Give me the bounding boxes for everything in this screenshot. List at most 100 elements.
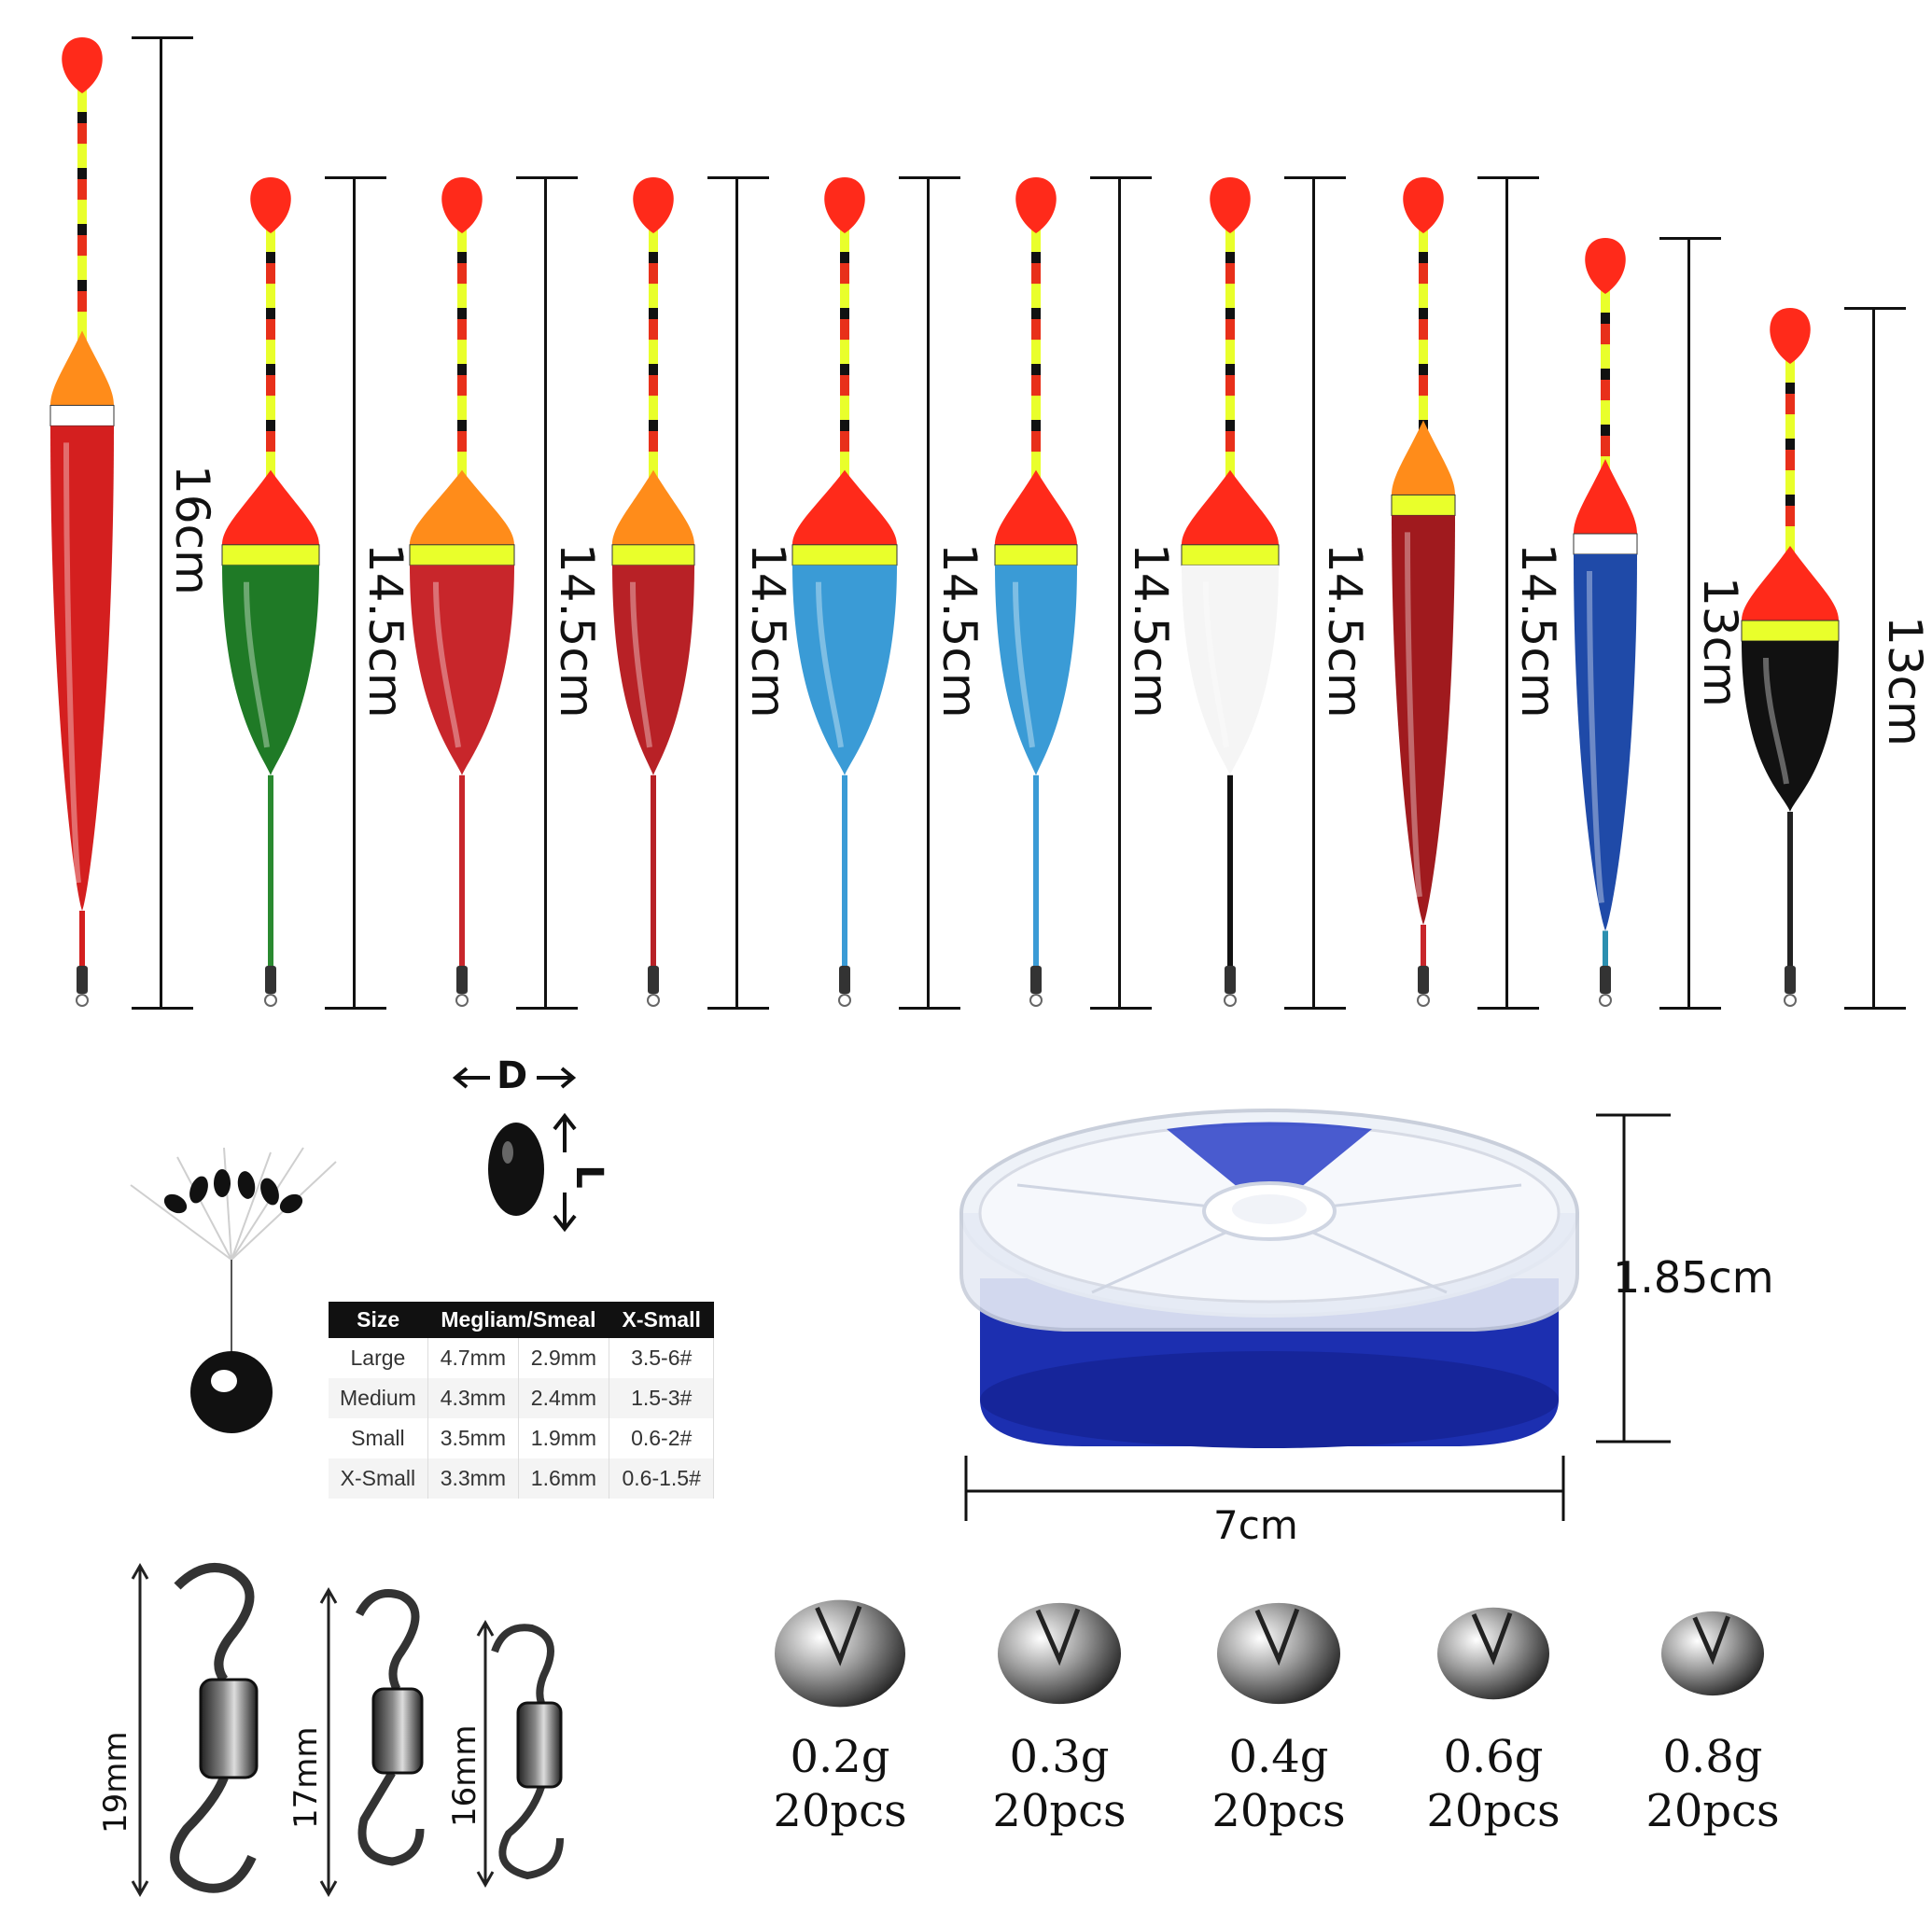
sinker-weight-label: 0.4g [1228,1731,1329,1783]
table-cell: Large [329,1338,428,1378]
dimension-cap [1284,1007,1346,1010]
split-shot-icon [1217,1602,1340,1705]
dimension-cap [1090,176,1152,179]
float-height-dimension [353,177,356,1008]
table-cell: 1.9mm [518,1418,610,1458]
swivel-large-size-label: 19mm [97,1731,134,1834]
dimension-cap [1477,1007,1539,1010]
dimension-cap [1284,176,1346,179]
float-height-dimension [1872,308,1875,1008]
dimension-cap [1659,237,1721,240]
dimension-cap [325,1007,386,1010]
float-height-dimension [160,37,162,1008]
tackle-box-illustration [959,1109,1671,1521]
table-cell: 3.5mm [427,1418,519,1458]
float-graphic [1181,177,1280,1007]
table-cell: 4.7mm [427,1338,519,1378]
float-9 [1549,0,1661,1026]
float-graphic [221,177,320,1007]
float-graphic [994,177,1078,1007]
dimension-cap [1659,1007,1721,1010]
table-cell: 0.6-1.5# [609,1458,715,1499]
sinker-quantity-label: 20pcs [1426,1785,1561,1837]
sinker-quantity-label: 20pcs [1211,1785,1346,1837]
float-height-label: 14.5cm [932,542,987,718]
length-label: L [567,1165,610,1189]
swivels-illustration [131,1562,564,1898]
swivel-medium-size-label: 17mm [287,1726,325,1829]
sinker-weight-label: 0.8g [1662,1731,1763,1783]
table-cell: 4.3mm [427,1378,519,1418]
dimension-cap [1844,307,1906,310]
split-shot-icon [1661,1611,1764,1696]
header-medium-small: Megliam/Smeal [427,1302,609,1338]
float-graphic [409,177,515,1007]
float-height-label: 14.5cm [1124,542,1178,718]
swivel-medium-icon [355,1589,425,1866]
swivel-large-icon [170,1563,257,1893]
float-height-dimension [735,177,738,1008]
table-cell: 3.3mm [427,1458,519,1499]
sinker-weight-label: 0.6g [1443,1731,1544,1783]
float-height-dimension [927,177,930,1008]
stopper-size-table: Size Megliam/Smeal X-Small Large 4.7mm 2… [329,1302,715,1499]
table-row: Large 4.7mm 2.9mm 3.5-6# [329,1338,715,1378]
dimension-cap [516,176,578,179]
table-cell: X-Small [329,1458,428,1499]
split-shot-icon [1437,1607,1549,1700]
float-graphic [1741,308,1840,1007]
diameter-label: D [497,1054,528,1097]
dimension-cap [132,36,193,39]
dimension-cap [899,176,960,179]
table-header-row: Size Megliam/Smeal X-Small [329,1302,714,1338]
float-height-label: 14.5cm [358,542,413,718]
split-shot-icon [998,1602,1121,1705]
header-x-small: X-Small [609,1302,714,1338]
table-cell: 1.5-3# [609,1378,715,1418]
dimension-cap [1844,1007,1906,1010]
float-graphic [49,37,115,1007]
tackle-box-section: 1.85cm 7cm [933,1092,1867,1548]
table-cell: 3.5-6# [609,1338,715,1378]
swivel-small-icon [491,1624,564,1880]
float-height-label: 16cm [165,464,219,595]
sinker-quantity-label: 20pcs [773,1785,907,1837]
float-1 [26,0,138,1026]
float-height-dimension [1687,238,1690,1008]
float-height-dimension [1505,177,1508,1008]
float-graphic [1573,238,1638,1007]
dimension-cap [132,1007,193,1010]
table-row: X-Small 3.3mm 1.6mm 0.6-1.5# [329,1458,715,1499]
float-height-dimension [544,177,547,1008]
float-5 [789,0,901,1026]
stopper-bead-icon [488,1123,544,1216]
split-shot-icon [775,1599,905,1708]
box-width-label: 7cm [1213,1502,1298,1548]
table-cell: Small [329,1418,428,1458]
float-10 [1734,0,1846,1026]
float-8 [1367,0,1479,1026]
float-height-label: 14.5cm [1318,542,1372,718]
dimension-cap [707,176,769,179]
table-cell: 2.4mm [518,1378,610,1418]
float-height-dimension [1312,177,1315,1008]
table-cell: 0.6-2# [609,1418,715,1458]
box-height-label: 1.85cm [1613,1252,1774,1303]
sinker-quantity-label: 20pcs [1645,1785,1780,1837]
dimension-cap [1477,176,1539,179]
float-7 [1174,0,1286,1026]
float-graphic [611,177,695,1007]
swivel-small-size-label: 16mm [446,1724,483,1827]
dimension-cap [899,1007,960,1010]
sinker-weight-label: 0.2g [790,1731,890,1783]
table-row: Small 3.5mm 1.9mm 0.6-2# [329,1418,715,1458]
dimension-cap [707,1007,769,1010]
float-3 [406,0,518,1026]
bobber-stopper-illustration [130,1067,577,1433]
